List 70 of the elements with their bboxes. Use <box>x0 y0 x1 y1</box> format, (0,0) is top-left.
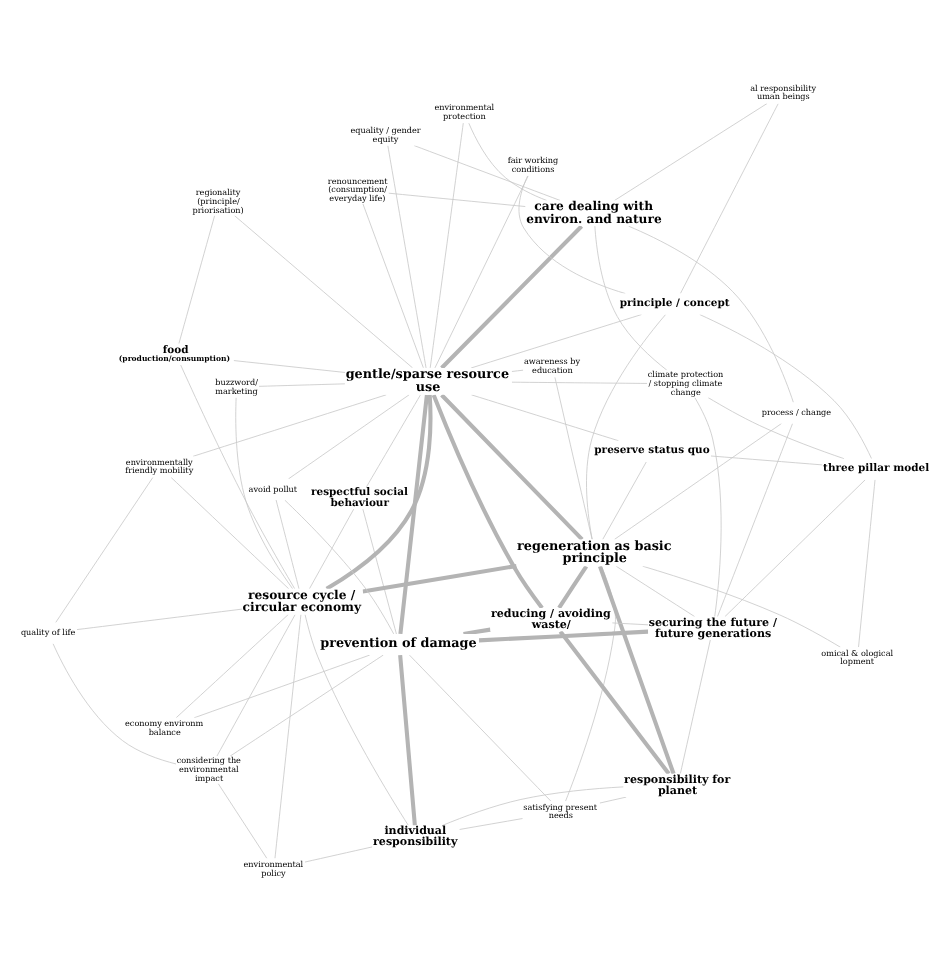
connector <box>408 654 551 802</box>
connector <box>257 383 345 387</box>
connector <box>75 608 242 630</box>
connector <box>613 423 781 540</box>
connector <box>233 215 412 369</box>
connector <box>593 225 667 371</box>
connector <box>462 627 490 637</box>
connector <box>361 563 516 594</box>
connector <box>191 394 386 457</box>
connector <box>641 565 840 648</box>
connector <box>287 394 409 480</box>
connector <box>510 381 647 384</box>
connector <box>51 643 176 765</box>
connector <box>54 477 153 623</box>
connector <box>601 461 646 540</box>
connector <box>613 103 767 201</box>
connector <box>517 175 625 294</box>
connector <box>857 479 875 648</box>
connector <box>439 224 583 370</box>
connector <box>693 397 721 617</box>
connector <box>597 565 675 775</box>
connector <box>361 508 396 635</box>
connector <box>433 175 528 369</box>
connector <box>585 314 665 540</box>
connector <box>303 614 408 826</box>
connector <box>553 376 592 540</box>
connector <box>470 394 618 442</box>
connector <box>557 630 670 775</box>
connector <box>723 479 865 617</box>
connector <box>458 818 523 830</box>
connector <box>469 314 641 369</box>
connector <box>169 477 289 590</box>
connector <box>228 654 383 757</box>
connector <box>273 614 301 859</box>
connector <box>678 639 710 774</box>
connector <box>386 145 426 369</box>
connector <box>365 394 420 488</box>
connector <box>430 394 543 610</box>
connector <box>627 225 793 403</box>
connector <box>709 455 822 466</box>
connector <box>598 796 626 804</box>
connector <box>177 215 215 345</box>
connector <box>716 423 792 617</box>
connector <box>477 629 648 643</box>
connector <box>706 397 844 460</box>
connector <box>179 364 295 590</box>
connector <box>361 203 423 369</box>
connector <box>308 508 354 590</box>
connector <box>232 360 345 373</box>
connector <box>428 122 463 369</box>
connector <box>610 622 648 626</box>
connector <box>467 122 547 201</box>
connector <box>303 846 372 863</box>
connector <box>510 369 523 372</box>
connector <box>614 565 694 617</box>
connector <box>274 499 299 590</box>
connector <box>216 783 267 859</box>
connector <box>698 314 871 460</box>
connector <box>439 393 583 541</box>
connector <box>174 614 288 719</box>
connector <box>283 499 394 635</box>
connector <box>192 654 370 719</box>
connector <box>397 655 416 826</box>
connector <box>234 397 293 590</box>
connector <box>679 103 778 294</box>
connector <box>324 394 432 591</box>
connector <box>397 394 428 635</box>
connector <box>556 565 588 609</box>
connector <box>215 614 295 757</box>
connector <box>387 192 525 207</box>
